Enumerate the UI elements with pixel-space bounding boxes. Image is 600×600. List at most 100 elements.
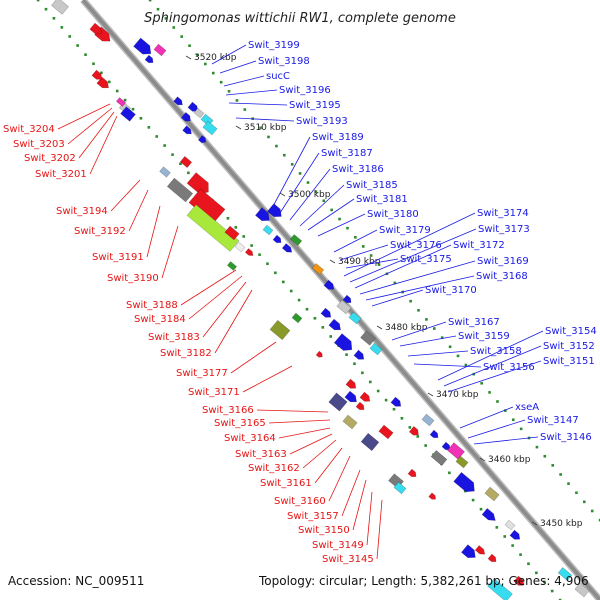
track-dot <box>259 126 262 130</box>
track-dot <box>464 363 468 367</box>
reverse-gene-label: Swit_3161 <box>260 478 312 489</box>
gene-shape <box>120 106 136 122</box>
gene-shape <box>173 96 183 106</box>
accession-text: Accession: NC_009511 <box>8 574 145 588</box>
track-dot <box>76 44 79 47</box>
gene-shape <box>320 307 332 318</box>
gene-feature <box>202 120 218 136</box>
gene-shape <box>455 455 469 469</box>
gene-feature <box>342 414 358 430</box>
track-dot <box>433 327 436 330</box>
track-dot <box>283 153 286 157</box>
gene-shape <box>481 508 496 521</box>
track-dot <box>180 35 183 38</box>
reverse-gene-label: Swit_3201 <box>35 169 87 180</box>
track-dot <box>258 253 261 256</box>
reverse-gene-label: Swit_3188 <box>126 300 178 311</box>
reverse-gene-leader <box>366 491 373 546</box>
track-dot <box>188 44 191 48</box>
gene-feature <box>345 378 357 389</box>
gene-shape <box>345 378 357 389</box>
track-dot <box>511 418 515 422</box>
scale-tick-mark <box>427 392 434 397</box>
forward-gene-label: Swit_3156 <box>483 362 535 373</box>
reverse-gene-label: Swit_3190 <box>107 273 159 284</box>
reverse-gene-label: Swit_3163 <box>235 449 287 460</box>
forward-gene-leader <box>365 275 475 301</box>
track-dot <box>123 98 127 102</box>
reverse-gene-leader <box>78 111 115 159</box>
gene-shape <box>269 319 291 341</box>
gene-feature <box>173 96 183 106</box>
reverse-gene-leader <box>230 341 277 374</box>
gene-feature <box>133 37 152 55</box>
track-dot <box>179 162 182 166</box>
gene-feature <box>453 471 475 493</box>
gene-shape <box>360 330 376 346</box>
gene-shape <box>328 392 348 412</box>
track-dot <box>368 380 372 384</box>
track-dot <box>583 500 586 504</box>
gene-feature <box>144 54 154 64</box>
track-dot <box>187 171 190 175</box>
gene-shape <box>186 204 240 252</box>
gene-feature <box>226 261 238 271</box>
gene-shape <box>342 294 352 304</box>
gene-feature <box>311 263 325 275</box>
track-dot <box>575 491 578 495</box>
gene-feature <box>269 319 291 341</box>
track-dot <box>361 371 364 375</box>
reverse-gene-label: Swit_3157 <box>287 511 339 522</box>
track-dot <box>242 235 246 238</box>
gene-feature <box>89 22 102 35</box>
forward-gene-leader <box>437 330 544 381</box>
forward-gene-leader <box>447 360 542 393</box>
gene-shape <box>429 429 439 439</box>
gene-feature <box>360 432 380 452</box>
forward-gene-label: Swit_3175 <box>400 254 452 265</box>
track-dot <box>448 345 452 349</box>
gene-feature <box>509 529 521 540</box>
track-dot <box>281 280 285 284</box>
gene-shape <box>281 243 293 253</box>
gene-shape <box>91 69 103 80</box>
gene-feature <box>344 390 357 403</box>
track-dot <box>235 99 239 102</box>
reverse-gene-leader <box>341 469 361 517</box>
gene-feature <box>197 135 206 144</box>
gene-feature <box>333 333 353 351</box>
scale-tick-label: 3510 kbp <box>244 123 287 133</box>
gene-feature <box>557 567 573 581</box>
reverse-gene-label: Swit_3203 <box>13 139 65 150</box>
reverse-gene-label: Swit_3177 <box>176 368 228 379</box>
track-dot <box>44 7 48 11</box>
gene-feature <box>474 545 486 555</box>
track-dot <box>314 190 318 193</box>
gene-feature <box>481 508 496 521</box>
track-dot <box>171 153 174 156</box>
gene-feature <box>408 426 419 436</box>
reverse-gene-leader <box>289 433 333 455</box>
scale-tick-label: 3480 kbp <box>385 323 428 333</box>
gene-shape <box>153 43 167 57</box>
track-dot <box>298 172 302 175</box>
track-dot <box>204 62 207 66</box>
reverse-gene-label: Swit_3164 <box>224 433 276 444</box>
track-dot <box>377 263 381 266</box>
track-dot <box>243 108 247 111</box>
gene-shape <box>115 97 127 107</box>
gene-shape <box>359 391 371 402</box>
track-dot <box>567 482 570 485</box>
forward-gene-label: Swit_3146 <box>540 432 592 443</box>
gene-feature <box>355 401 365 411</box>
forward-gene-leader <box>277 152 320 217</box>
reverse-gene-label: Swit_3183 <box>148 332 200 343</box>
gene-shape <box>144 54 154 64</box>
gene-feature <box>369 342 383 356</box>
forward-gene-label: Swit_3170 <box>425 285 477 296</box>
gene-feature <box>320 307 332 318</box>
gene-shape <box>487 553 497 563</box>
forward-gene-label: Swit_3180 <box>367 209 419 220</box>
map-title: Sphingomonas wittichii RW1, complete gen… <box>144 11 456 26</box>
gene-feature <box>487 553 497 563</box>
